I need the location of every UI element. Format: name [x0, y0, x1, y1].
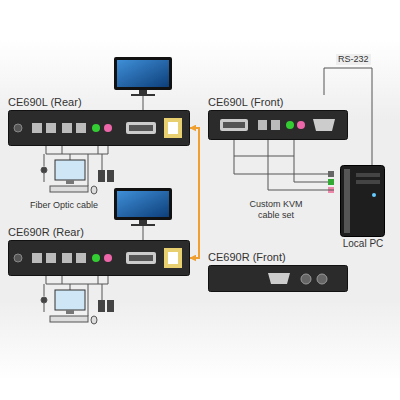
computer-node: Local PC	[334, 165, 392, 250]
device-panel	[334, 165, 386, 237]
device-panel	[208, 110, 348, 140]
computer-label: Local PC	[334, 237, 392, 250]
device-panel	[8, 240, 190, 276]
cable-label: Custom KVM cable set	[238, 199, 314, 221]
cable-label: RS-232	[336, 54, 371, 65]
device-node: CE690R (Rear)	[8, 225, 190, 276]
monitor	[114, 188, 172, 240]
device-heading: CE690L (Rear)	[8, 95, 190, 110]
device-panel	[208, 265, 348, 292]
monitor	[114, 57, 172, 110]
cable-label: Fiber Optic cable	[28, 200, 100, 211]
device-heading: CE690R (Front)	[208, 250, 348, 265]
fiber-cable	[190, 128, 199, 258]
console-workstation	[41, 146, 114, 194]
cable	[268, 140, 334, 190]
device-heading: CE690L (Front)	[208, 95, 348, 110]
console-workstation	[41, 276, 114, 324]
device-panel	[8, 110, 190, 146]
device-panel	[334, 165, 392, 237]
kvm-cable	[234, 140, 334, 193]
device-panel	[208, 110, 348, 140]
device-panel	[8, 240, 190, 276]
device-node: CE690L (Front)	[208, 95, 348, 140]
device-node: CE690R (Front)	[208, 250, 348, 292]
device-heading: CE690R (Rear)	[8, 225, 190, 240]
device-node: CE690L (Rear)	[8, 95, 190, 146]
device-panel	[8, 110, 190, 146]
device-panel	[208, 265, 348, 292]
